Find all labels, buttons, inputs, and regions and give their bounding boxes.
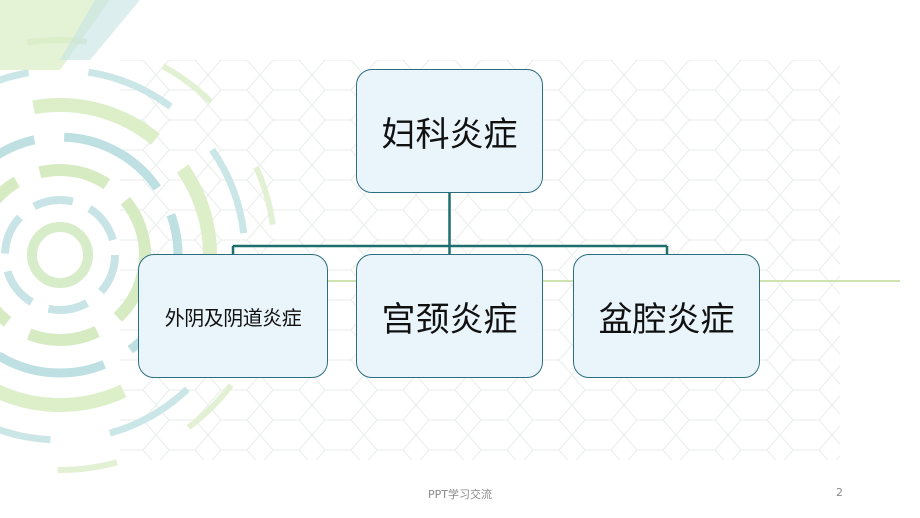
child-node-label: 盆腔炎症 [598, 299, 735, 340]
root-node: 妇科炎症 [356, 69, 543, 193]
child-node-vulvovaginitis: 外阴及阴道炎症 [138, 254, 328, 378]
top-stripes-decoration [0, 0, 140, 70]
page-number: 2 [836, 486, 843, 499]
child-node-pelvic-inflammation: 盆腔炎症 [573, 254, 760, 378]
footer-text: PPT学习交流 [428, 488, 492, 501]
root-node-label: 妇科炎症 [381, 114, 518, 155]
child-node-label: 宫颈炎症 [381, 299, 518, 340]
child-node-label: 外阴及阴道炎症 [164, 305, 302, 330]
child-node-cervicitis: 宫颈炎症 [356, 254, 543, 378]
